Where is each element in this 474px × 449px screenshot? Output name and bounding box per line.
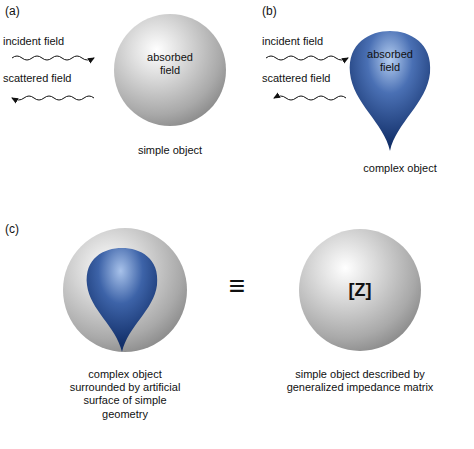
- cone-shape: [345, 28, 435, 153]
- scattered-wave: [274, 96, 346, 100]
- incident-wave: [12, 56, 94, 60]
- panel-letter: (b): [262, 4, 292, 18]
- node-text: absorbed field: [359, 48, 421, 73]
- wave-label: scattered field: [3, 72, 93, 85]
- wave-label: scattered field: [262, 72, 352, 85]
- artificial-sphere: [63, 228, 187, 352]
- panel-letter: (c): [5, 222, 35, 236]
- object-caption: simple object described by generalized i…: [270, 368, 450, 394]
- object-caption: complex object surrounded by artificial …: [62, 368, 188, 421]
- incident-wave: [266, 56, 348, 60]
- complex-object: [87, 248, 158, 352]
- complex-object: absorbed field: [345, 28, 435, 153]
- sphere-object: absorbed field: [113, 13, 227, 127]
- panel-letter: (a): [5, 4, 35, 18]
- node-text: absorbed field: [138, 51, 202, 76]
- wave-label: incident field: [3, 35, 93, 48]
- object-caption: simple object: [120, 144, 220, 157]
- matrix-symbol: [Z]: [330, 280, 390, 301]
- scattered-wave: [12, 96, 94, 100]
- equivalence-symbol: ≡: [222, 272, 252, 300]
- wave-label: incident field: [262, 35, 352, 48]
- impedance-sphere: [Z]: [298, 228, 422, 352]
- object-caption: complex object: [345, 162, 455, 175]
